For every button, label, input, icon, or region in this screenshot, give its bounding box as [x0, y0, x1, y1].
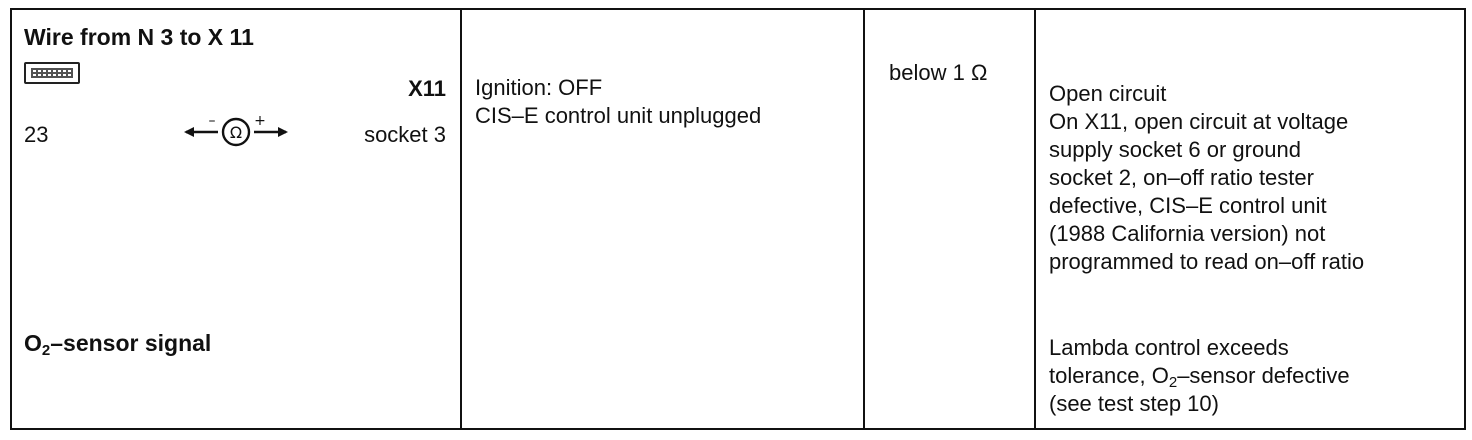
spec-cell: below 1 Ω — [865, 10, 1034, 428]
ohmmeter-icon: Ω – + — [184, 114, 288, 147]
svg-text:Ω: Ω — [230, 123, 242, 142]
socket-label: socket 3 — [364, 122, 446, 147]
column-divider — [460, 10, 462, 428]
test-conditions: Ignition: OFF CIS–E control unit unplugg… — [475, 74, 761, 130]
pin-number: 23 — [24, 122, 49, 147]
spec-value: below 1 Ω — [889, 60, 988, 85]
condition-line: Ignition: OFF — [475, 75, 603, 100]
connector-icon — [24, 62, 80, 84]
column-divider — [1034, 10, 1036, 428]
test-step-table: Wire from N 3 to X 11 X11 23 Ω – + socke… — [10, 8, 1466, 430]
result-line: Open circuit — [1049, 81, 1167, 106]
test-title: Wire from N 3 to X 11 — [24, 24, 254, 50]
result-line: On X11, open circuit at voltage — [1049, 109, 1349, 134]
svg-text:–: – — [209, 114, 216, 129]
result-line: (1988 California version) not — [1049, 221, 1326, 246]
lambda-causes: Lambda control exceeds tolerance, O2–sen… — [1049, 334, 1459, 418]
open-circuit-causes: Open circuit On X11, open circuit at vol… — [1049, 80, 1459, 276]
result-line: Lambda control exceeds — [1049, 335, 1289, 360]
result-line: supply socket 6 or ground — [1049, 137, 1301, 162]
result-line: tolerance, O2–sensor defective — [1049, 363, 1350, 391]
condition-line: CIS–E control unit unplugged — [475, 103, 762, 128]
result-line: defective, CIS–E control unit — [1049, 193, 1327, 218]
result-line: programmed to read on–off ratio — [1049, 249, 1365, 274]
svg-text:+: + — [254, 114, 266, 129]
result-line: socket 2, on–off ratio tester — [1049, 165, 1314, 190]
result-cell: Open circuit On X11, open circuit at vol… — [1036, 10, 1466, 428]
test-point-cell: Wire from N 3 to X 11 X11 23 Ω – + socke… — [12, 10, 460, 428]
signal-name: O2–sensor signal — [24, 330, 212, 359]
result-line: (see test step 10) — [1049, 391, 1219, 416]
connector-label: X11 — [408, 76, 446, 101]
condition-cell: Ignition: OFF CIS–E control unit unplugg… — [462, 10, 863, 428]
column-divider — [863, 10, 865, 428]
